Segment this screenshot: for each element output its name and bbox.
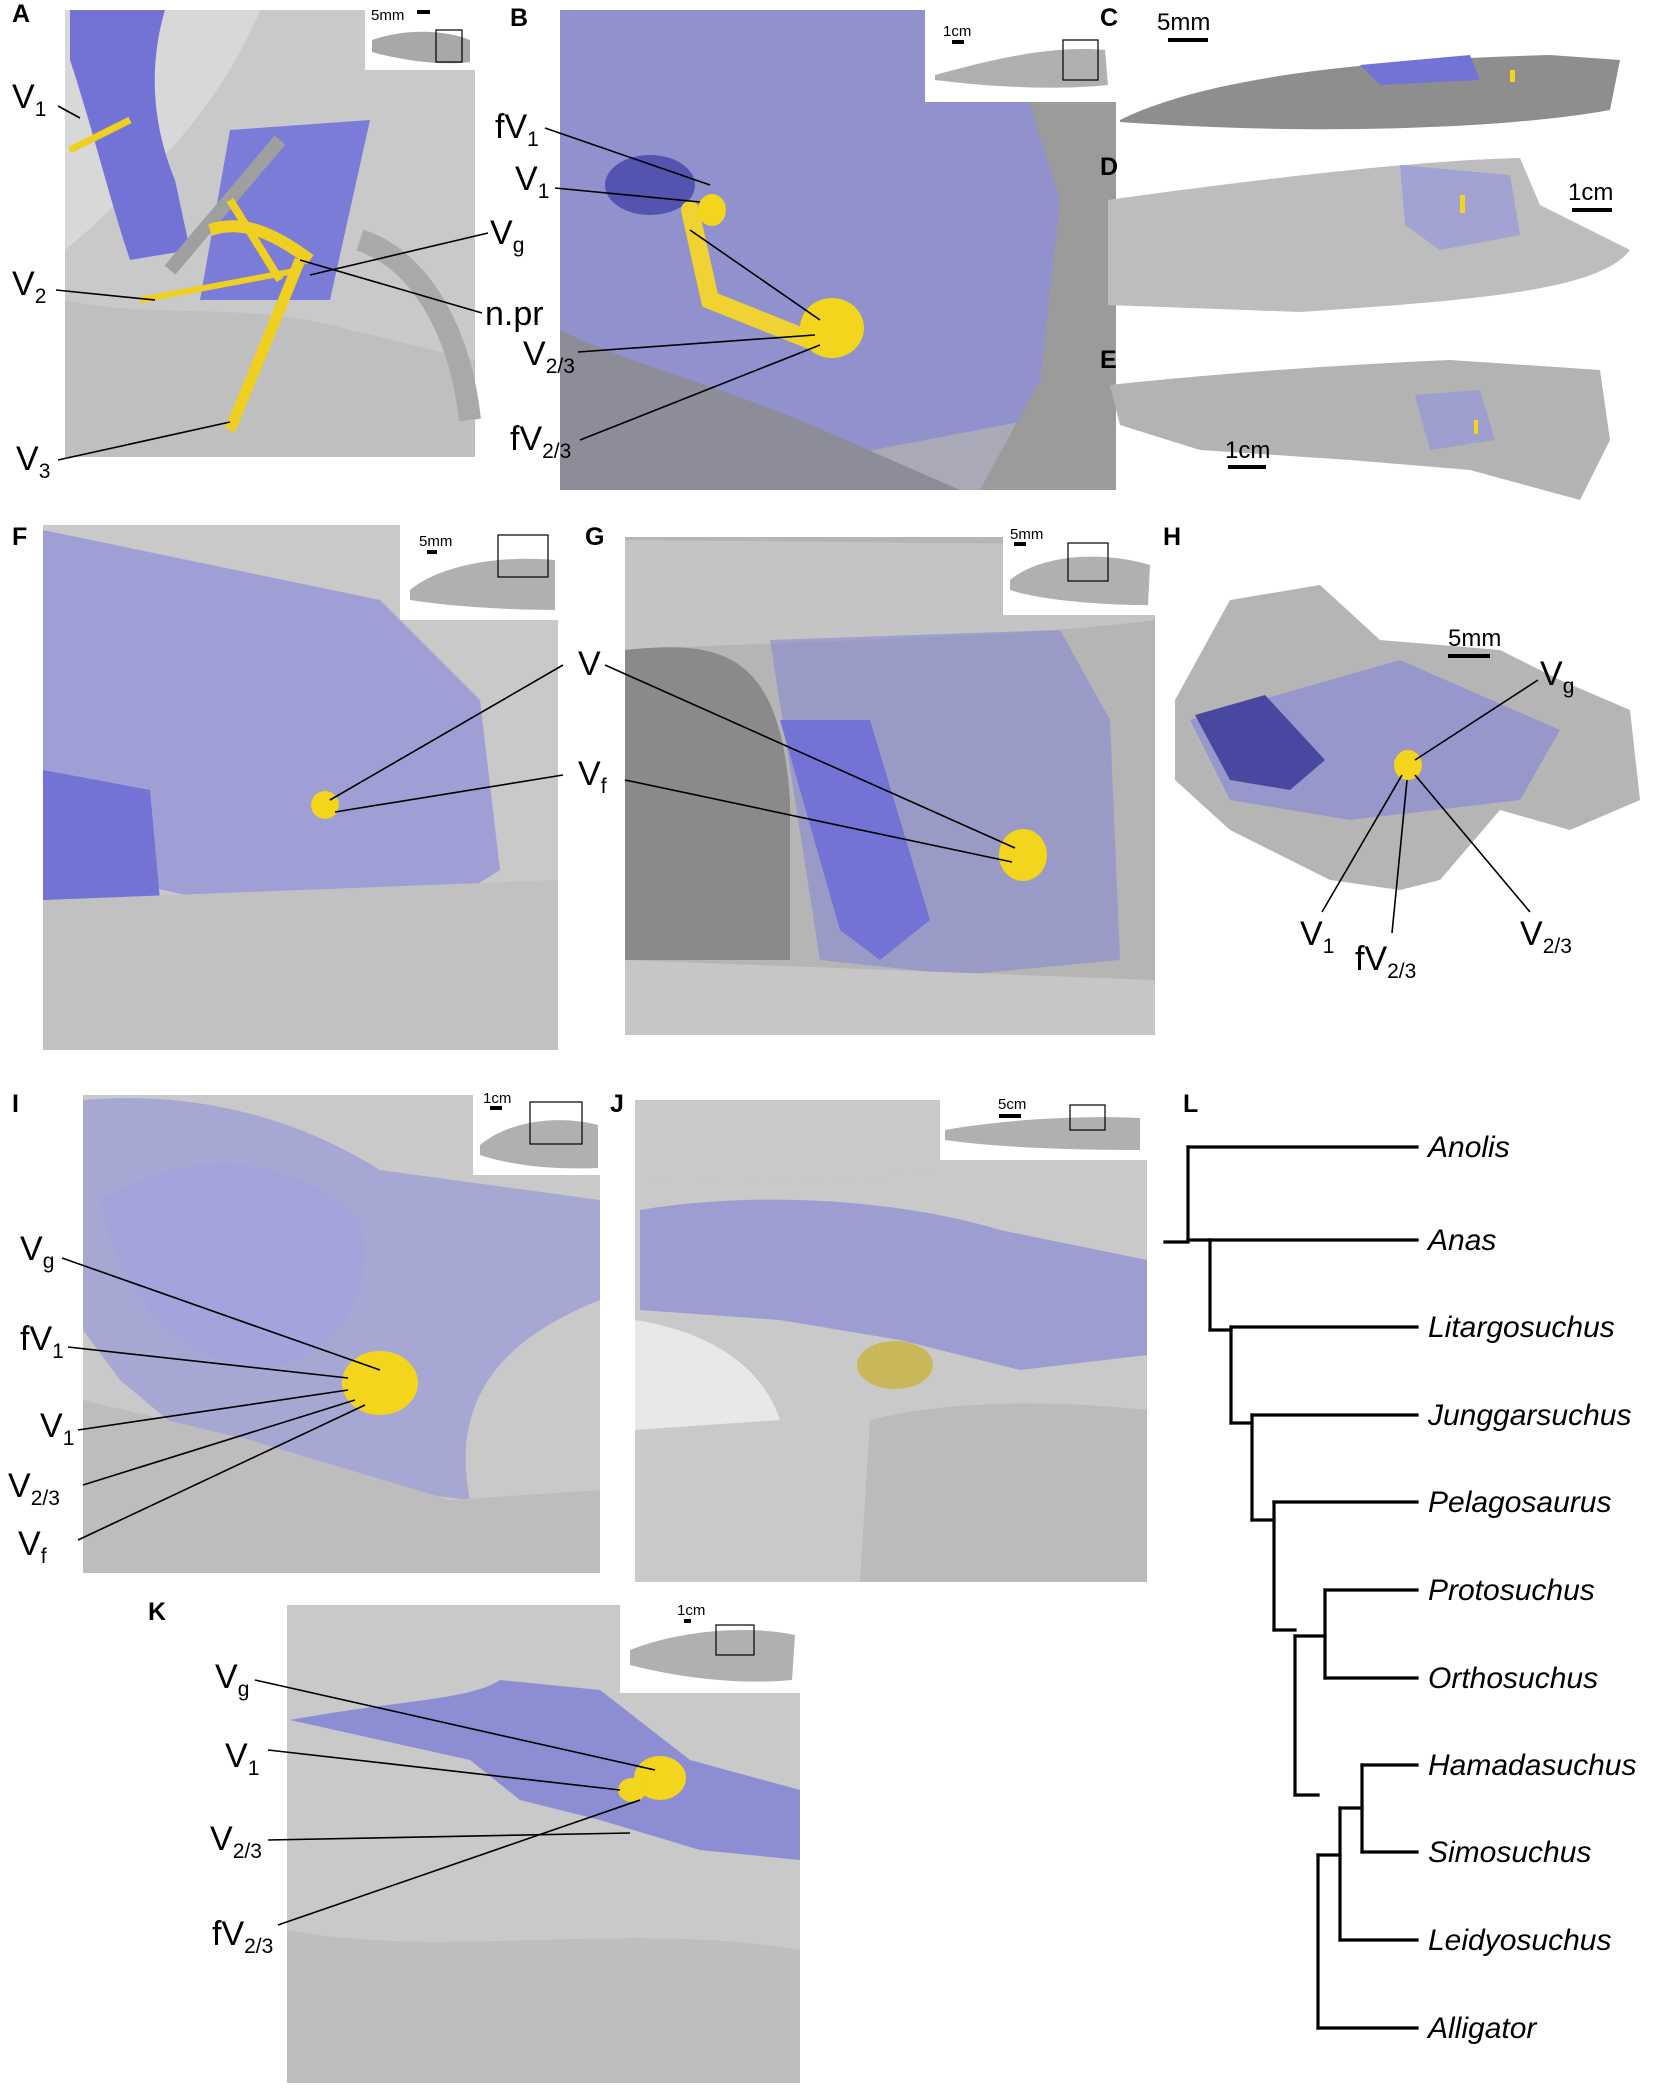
panel-h-scalebar [1448,654,1490,658]
taxon-label: Anas [1426,1224,1496,1257]
panel-d-scalebar [1572,208,1612,212]
panel-i-scalebar-label: 1cm [483,1090,511,1107]
panel-a-annot-v2: V2 [12,265,46,308]
panel-h-label: H [1163,523,1181,551]
panel-k-annot-v23: V2/3 [210,1820,262,1863]
panel-i-label: I [12,1090,19,1118]
panel-k-annot-fv23: fV2/3 [212,1915,273,1958]
panel-c-image [1120,55,1620,130]
panel-j-label: J [610,1090,624,1118]
panel-a-label: A [12,0,30,28]
taxon-label: Leidyosuchus [1428,1924,1611,1957]
panel-d-label: D [1100,153,1118,181]
panel-b-annot-v23: V2/3 [523,335,575,378]
panel-g: 5mm G V Vf [329,523,1155,1035]
panel-k-scalebar-label: 1cm [677,1602,705,1619]
panel-a-scalebar-label: 5mm [371,7,404,24]
panel-a-annot-v1: V1 [12,78,46,121]
panel-i-annot-vf: Vf [18,1525,47,1568]
panel-h-annot-v23: V2/3 [1520,915,1572,958]
panel-e-scalebar [1228,465,1266,469]
panel-l-label: L [1183,1090,1198,1118]
taxon-label: Pelagosaurus [1428,1486,1611,1519]
panel-b-scalebar [952,40,964,44]
taxon-label: Alligator [1426,2012,1537,2045]
panel-d-image [1108,158,1630,312]
panel-i-scalebar [490,1106,502,1110]
taxon-label: Junggarsuchus [1427,1399,1631,1432]
panel-i-annot-fv1: fV1 [20,1320,64,1363]
panel-e-scalebar-label: 1cm [1225,437,1270,464]
panel-h-scalebar-label: 5mm [1448,625,1501,652]
panel-j-scalebar [999,1114,1021,1118]
panel-k-label: K [148,1598,166,1626]
panel-h-annot-vg: Vg [1540,655,1574,698]
panel-c-label: C [1100,4,1118,32]
panel-f: 5mm F [12,523,558,1050]
panel-d-scalebar-label: 1cm [1568,179,1613,206]
taxon-label: Anolis [1426,1131,1510,1164]
panel-h-annot-v1: V1 [1300,915,1334,958]
panel-i-annot-v23: V2/3 [8,1467,60,1510]
panel-c-scalebar [1168,38,1208,42]
panel-c-scalebar-label: 5mm [1157,9,1210,36]
panel-k-annot-vg: Vg [215,1658,249,1701]
panel-b-annot-v1: V1 [515,160,549,203]
taxon-label: Hamadasuchus [1428,1749,1636,1782]
panel-j-scalebar-label: 5cm [998,1096,1026,1113]
panel-h-annot-fv23: fV2/3 [1355,940,1416,983]
taxon-label: Protosuchus [1428,1574,1595,1607]
panel-a-scalebar [417,10,430,14]
panel-f-scalebar [427,550,437,554]
panel-b-annot-fv23: fV2/3 [510,420,571,463]
panel-k: 1cm K Vg V1 V2/3 fV2/3 [148,1598,800,2083]
taxon-label: Simosuchus [1428,1836,1591,1869]
panel-g-annot-v: V [578,645,601,683]
panel-b-scalebar-label: 1cm [943,23,971,40]
panel-e-image [1110,360,1610,500]
panel-d: D 1cm [1100,153,1630,312]
panel-a-annot-v3: V3 [16,440,50,483]
panel-b-label: B [510,4,528,32]
panel-j: 5cm J [610,1090,1147,1582]
panel-a-annot-npr: n.pr [485,295,544,333]
panel-l: L [1163,1090,1636,2045]
panel-c: C 5mm [1100,4,1620,130]
panel-b: 1cm B fV1 V1 V2/3 fV2/3 [495,4,1116,490]
panel-a: 5mm A V1 V2 V3 Vg n.pr [12,0,544,483]
panel-e-label: E [1100,346,1117,374]
panel-g-label: G [585,523,604,551]
panel-f-scalebar-label: 5mm [419,533,452,550]
taxon-label: Orthosuchus [1428,1662,1598,1695]
panel-a-endocast [70,10,190,260]
panel-k-scalebar [684,1619,691,1623]
panel-g-scalebar-label: 5mm [1010,526,1043,543]
panel-h: H 5mm Vg V1 fV2/3 V2/3 [1163,523,1640,983]
panel-i: 1cm I Vg fV1 V1 V2/3 Vf [8,1090,600,1573]
panel-b-annot-fv1: fV1 [495,108,539,151]
cladogram [1163,1145,1419,2030]
panel-g-scalebar [1014,542,1026,546]
panel-k-annot-v1: V1 [225,1737,259,1780]
panel-i-annot-v1: V1 [40,1407,74,1450]
panel-i-annot-vg: Vg [20,1230,54,1273]
panel-e: E 1cm [1100,346,1610,500]
panel-g-annot-vf: Vf [578,755,607,798]
panel-f-label: F [12,523,27,551]
panel-a-annot-vg: Vg [490,214,524,257]
taxon-label: Litargosuchus [1428,1311,1615,1344]
